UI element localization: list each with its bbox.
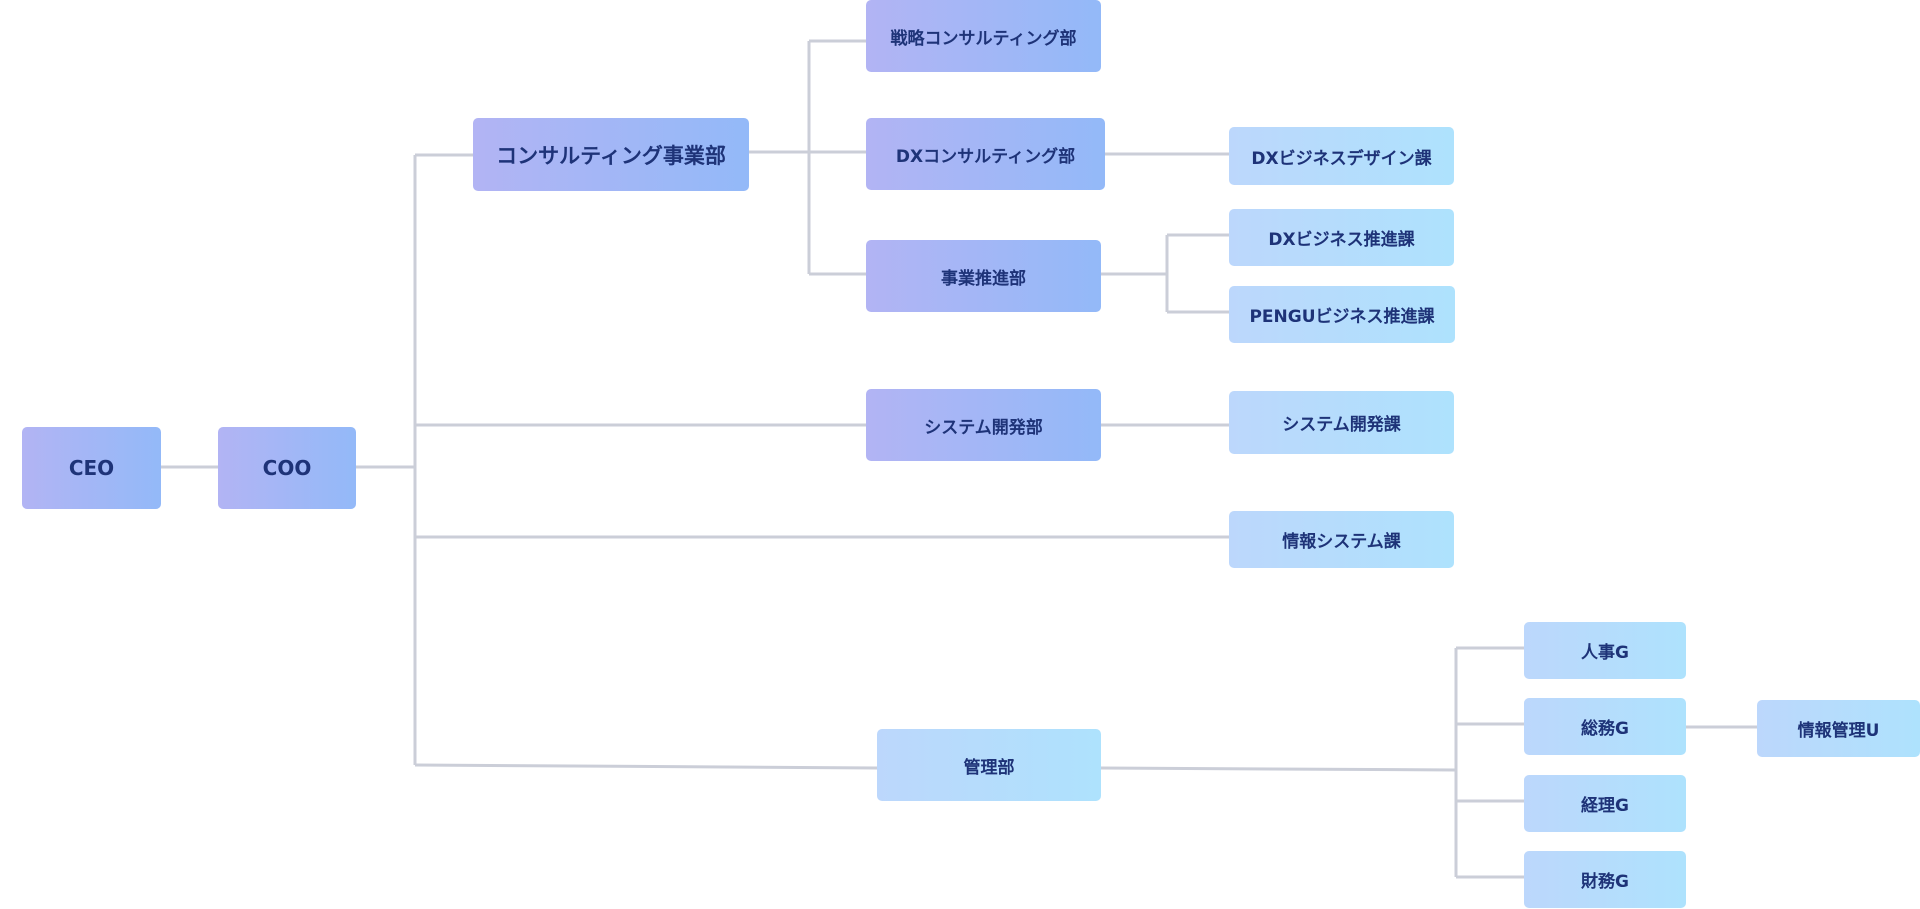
node-hr-group: 人事G (1524, 622, 1686, 679)
node-system-development: システム開発部 (866, 389, 1101, 461)
node-general-affairs-group: 総務G (1524, 698, 1686, 755)
node-dx-business-design: DXビジネスデザイン課 (1229, 127, 1454, 185)
node-finance-group: 財務G (1524, 851, 1686, 908)
node-strategy-consulting: 戦略コンサルティング部 (866, 0, 1101, 72)
node-pengu-business-promotion: PENGUビジネス推進課 (1229, 286, 1455, 343)
node-system-development-section: システム開発課 (1229, 391, 1454, 454)
node-dx-consulting: DXコンサルティング部 (866, 118, 1105, 190)
node-information-systems: 情報システム課 (1229, 511, 1454, 568)
node-administration: 管理部 (877, 729, 1101, 801)
node-business-promotion: 事業推進部 (866, 240, 1101, 312)
node-dx-business-promotion: DXビジネス推進課 (1229, 209, 1454, 266)
node-consulting-division: コンサルティング事業部 (473, 118, 749, 191)
connector-administration (414, 763, 878, 770)
connector-admin-branch (1100, 766, 1457, 772)
node-coo: COO (218, 427, 356, 509)
node-accounting-group: 経理G (1524, 775, 1686, 832)
node-info-management-unit: 情報管理U (1757, 700, 1920, 757)
node-ceo: CEO (22, 427, 161, 509)
